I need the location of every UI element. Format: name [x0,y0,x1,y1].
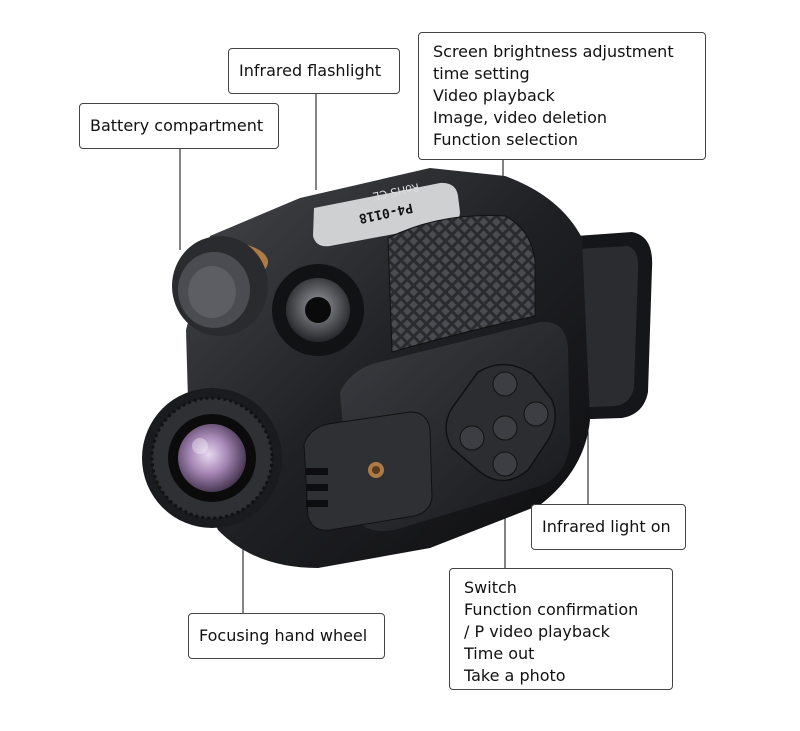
button-right [523,401,549,427]
button-center [492,415,518,441]
buttons-bottom-line-4: Time out [464,644,535,663]
infrared-flashlight-callout: Infrared flashlight [228,48,400,94]
buttons-top-line-1: Screen brightness adjustment [433,42,674,61]
button-power [492,451,518,477]
main-lens [142,388,282,528]
buttons-bottom-callout: Switch Function confirmation / P video p… [449,568,673,690]
button-pad [445,363,556,482]
infrared-light-on-callout: Infrared light on [531,504,686,550]
battery-compartment-label: Battery compartment [90,116,264,135]
buttons-top-line-3: Video playback [433,86,555,105]
buttons-bottom-line-1: Switch [464,578,517,597]
knurled-grip [387,215,536,353]
focusing-wheel-label: Focusing hand wheel [199,626,368,645]
buttons-bottom-line-2: Function confirmation [464,600,639,619]
infrared-flashlight-label: Infrared flashlight [239,61,382,80]
label-plate: P4-0118 RoHS CE [313,180,460,247]
buttons-top-line-4: Image, video deletion [433,108,608,127]
buttons-top-line-2: time setting [433,64,530,83]
ir-lens [272,264,364,356]
tripod-plate [303,411,433,531]
focusing-wheel-callout: Focusing hand wheel [188,613,385,659]
buttons-top-line-5: Function selection [433,130,579,149]
buttons-bottom-line-5: Take a photo [464,666,566,685]
button-m [492,371,518,397]
buttons-top-callout: Screen brightness adjustment time settin… [418,32,706,160]
infrared-light-on-label: Infrared light on [542,517,671,536]
battery-cap [172,236,268,336]
buttons-bottom-line-3: / P video playback [464,622,610,641]
battery-compartment-callout: Battery compartment [79,103,279,149]
button-left [459,425,485,451]
device-illustration: P4-0118 RoHS CE [142,168,653,568]
